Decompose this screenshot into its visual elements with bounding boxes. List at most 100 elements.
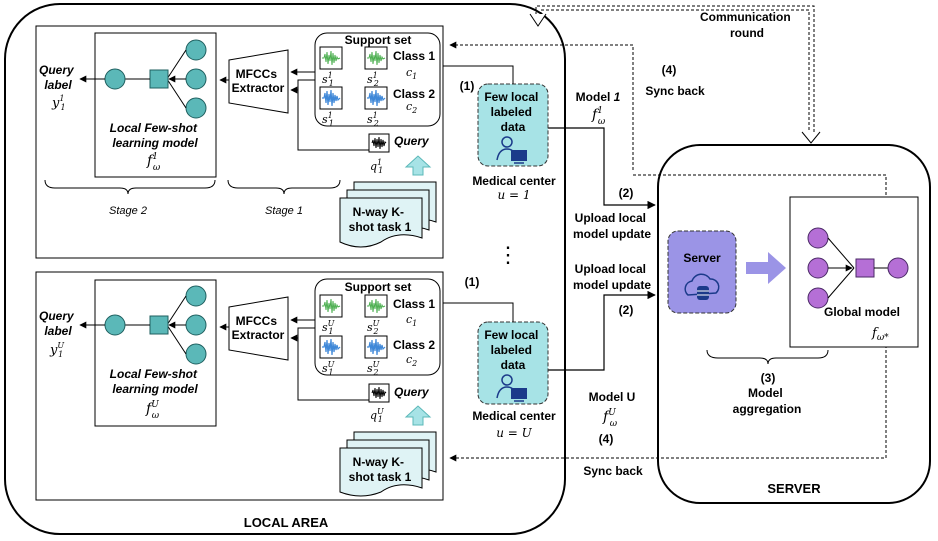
svg-text:sU1: sU1 bbox=[322, 319, 335, 336]
svg-text:Query label: Query label bbox=[39, 63, 77, 92]
svg-text:s12: s12 bbox=[367, 71, 379, 88]
svg-text:Class 1: Class 1 bbox=[393, 49, 435, 63]
step-2-bottom: (2) bbox=[619, 303, 634, 317]
svg-text:Few local labeled: Few local labeled data bbox=[484, 328, 541, 372]
model-aggregation-label: Model aggregation bbox=[733, 386, 802, 416]
audio-wave-icon bbox=[319, 86, 343, 110]
medical-center-1: Few local labeled data bbox=[477, 83, 549, 167]
svg-text:Support set: Support set bbox=[345, 280, 412, 294]
fsl-input-node bbox=[185, 343, 207, 365]
audio-wave-icon bbox=[319, 46, 343, 70]
svg-text:s11: s11 bbox=[322, 111, 334, 128]
upload-arrow-1 bbox=[548, 127, 656, 210]
fsl-input-node bbox=[185, 68, 207, 90]
svg-text:s12: s12 bbox=[367, 111, 379, 128]
svg-text:qU1: qU1 bbox=[370, 407, 384, 424]
up-arrow-icon bbox=[404, 155, 432, 176]
svg-text:c2: c2 bbox=[406, 353, 417, 368]
sync-dashed-line-top bbox=[633, 174, 887, 196]
svg-text:Stage 1: Stage 1 bbox=[265, 205, 303, 217]
audio-wave-icon bbox=[319, 335, 343, 359]
svg-text:Local Few-shot learning: Local Few-shot learning model bbox=[110, 367, 201, 396]
step-1-arrow-top bbox=[442, 65, 514, 84]
step-2-top: (2) bbox=[619, 186, 634, 200]
sync-back-arrow-top bbox=[449, 41, 634, 170]
step-3: (3) bbox=[761, 371, 776, 385]
model-u-label: Model U bbox=[589, 390, 636, 404]
audio-wave-icon bbox=[364, 335, 388, 359]
audio-wave-icon bbox=[364, 46, 388, 70]
medical-center-u-label: Medical center bbox=[472, 409, 556, 423]
medical-center-u-index: u = U bbox=[496, 426, 532, 440]
medical-center-1-index: u = 1 bbox=[497, 188, 530, 202]
svg-text:yU1: yU1 bbox=[49, 341, 64, 359]
svg-text:Stage 2: Stage 2 bbox=[109, 205, 147, 217]
vertical-dots: ⋮ bbox=[497, 242, 519, 267]
step-1-arrow-bottom bbox=[442, 302, 514, 322]
mfccs-extractor bbox=[228, 49, 289, 114]
stage-1-brace bbox=[227, 179, 341, 195]
sync-back-bottom: Sync back bbox=[583, 464, 643, 478]
svg-text:Global model: Global model bbox=[824, 305, 900, 319]
task-document-stack: N-way K- shot task 1 bbox=[339, 181, 437, 248]
svg-text:sU2: sU2 bbox=[367, 319, 380, 336]
aggregation-arrow bbox=[746, 252, 786, 284]
svg-text:s11: s11 bbox=[322, 71, 334, 88]
audio-wave-icon bbox=[364, 294, 388, 318]
fsl-output-node bbox=[104, 68, 126, 90]
global-input-node-1 bbox=[807, 227, 829, 249]
svg-text:Query: Query bbox=[394, 385, 430, 399]
upload-arrow-u bbox=[548, 290, 656, 371]
svg-text:Local Few-shot learning: Local Few-shot learning model bbox=[110, 121, 201, 150]
svg-text:f1ω: f1ω bbox=[146, 152, 161, 173]
person-computer-icon bbox=[496, 136, 527, 164]
step-4-top: (4) bbox=[662, 63, 677, 77]
svg-text:Class 1: Class 1 bbox=[393, 297, 435, 311]
fsl-input-node bbox=[185, 285, 207, 307]
fsl-input-node bbox=[185, 39, 207, 61]
sync-back-arrow-bottom bbox=[449, 345, 887, 462]
stage-2-brace bbox=[44, 179, 216, 195]
svg-text:N-way K- shot task 1: N-way K- shot task 1 bbox=[349, 205, 412, 234]
global-model-math: fω* bbox=[871, 326, 889, 343]
svg-text:sU1: sU1 bbox=[322, 360, 335, 377]
svg-text:Support set: Support set bbox=[345, 33, 412, 47]
communication-round-loop bbox=[529, 5, 821, 144]
svg-text:Server: Server bbox=[683, 251, 721, 265]
local-area-container bbox=[4, 3, 566, 535]
global-output-node bbox=[887, 257, 909, 279]
communication-round-label: Communication round bbox=[700, 10, 794, 40]
fsl-input-node bbox=[185, 314, 207, 336]
global-model-box: Global model fω* bbox=[789, 196, 919, 348]
step-4-bottom: (4) bbox=[599, 432, 614, 446]
audio-wave-icon bbox=[368, 383, 390, 403]
server-node: Server bbox=[667, 230, 737, 314]
svg-text:c2: c2 bbox=[406, 100, 417, 115]
svg-text:fUω: fUω bbox=[145, 400, 160, 421]
svg-text:sU2: sU2 bbox=[367, 360, 380, 377]
svg-text:Few local labeled: Few local labeled data bbox=[484, 90, 541, 134]
audio-wave-icon bbox=[364, 86, 388, 110]
svg-text:Class 2: Class 2 bbox=[393, 338, 435, 352]
global-input-node-2 bbox=[807, 257, 829, 279]
aggregation-brace bbox=[706, 349, 829, 365]
medical-center-1-label: Medical center bbox=[472, 174, 556, 188]
svg-text:q11: q11 bbox=[370, 158, 383, 175]
svg-text:Class 2: Class 2 bbox=[393, 87, 435, 101]
svg-text:N-way K- shot task 1: N-way K- shot task 1 bbox=[349, 455, 412, 484]
model-1-label: Model 1 bbox=[576, 90, 621, 104]
svg-text:Query label: Query label bbox=[39, 309, 77, 338]
fsl-output-node bbox=[104, 314, 126, 336]
local-area-label: LOCAL AREA bbox=[244, 515, 329, 530]
upload-label-1: Upload local model update bbox=[573, 211, 651, 241]
sync-back-top: Sync back bbox=[645, 84, 705, 98]
upload-label-u: Upload local model update bbox=[573, 262, 651, 292]
svg-text:c1: c1 bbox=[406, 66, 417, 81]
server-area-label: SERVER bbox=[767, 481, 821, 496]
person-computer-icon bbox=[496, 374, 527, 402]
support-set-box bbox=[314, 278, 441, 376]
